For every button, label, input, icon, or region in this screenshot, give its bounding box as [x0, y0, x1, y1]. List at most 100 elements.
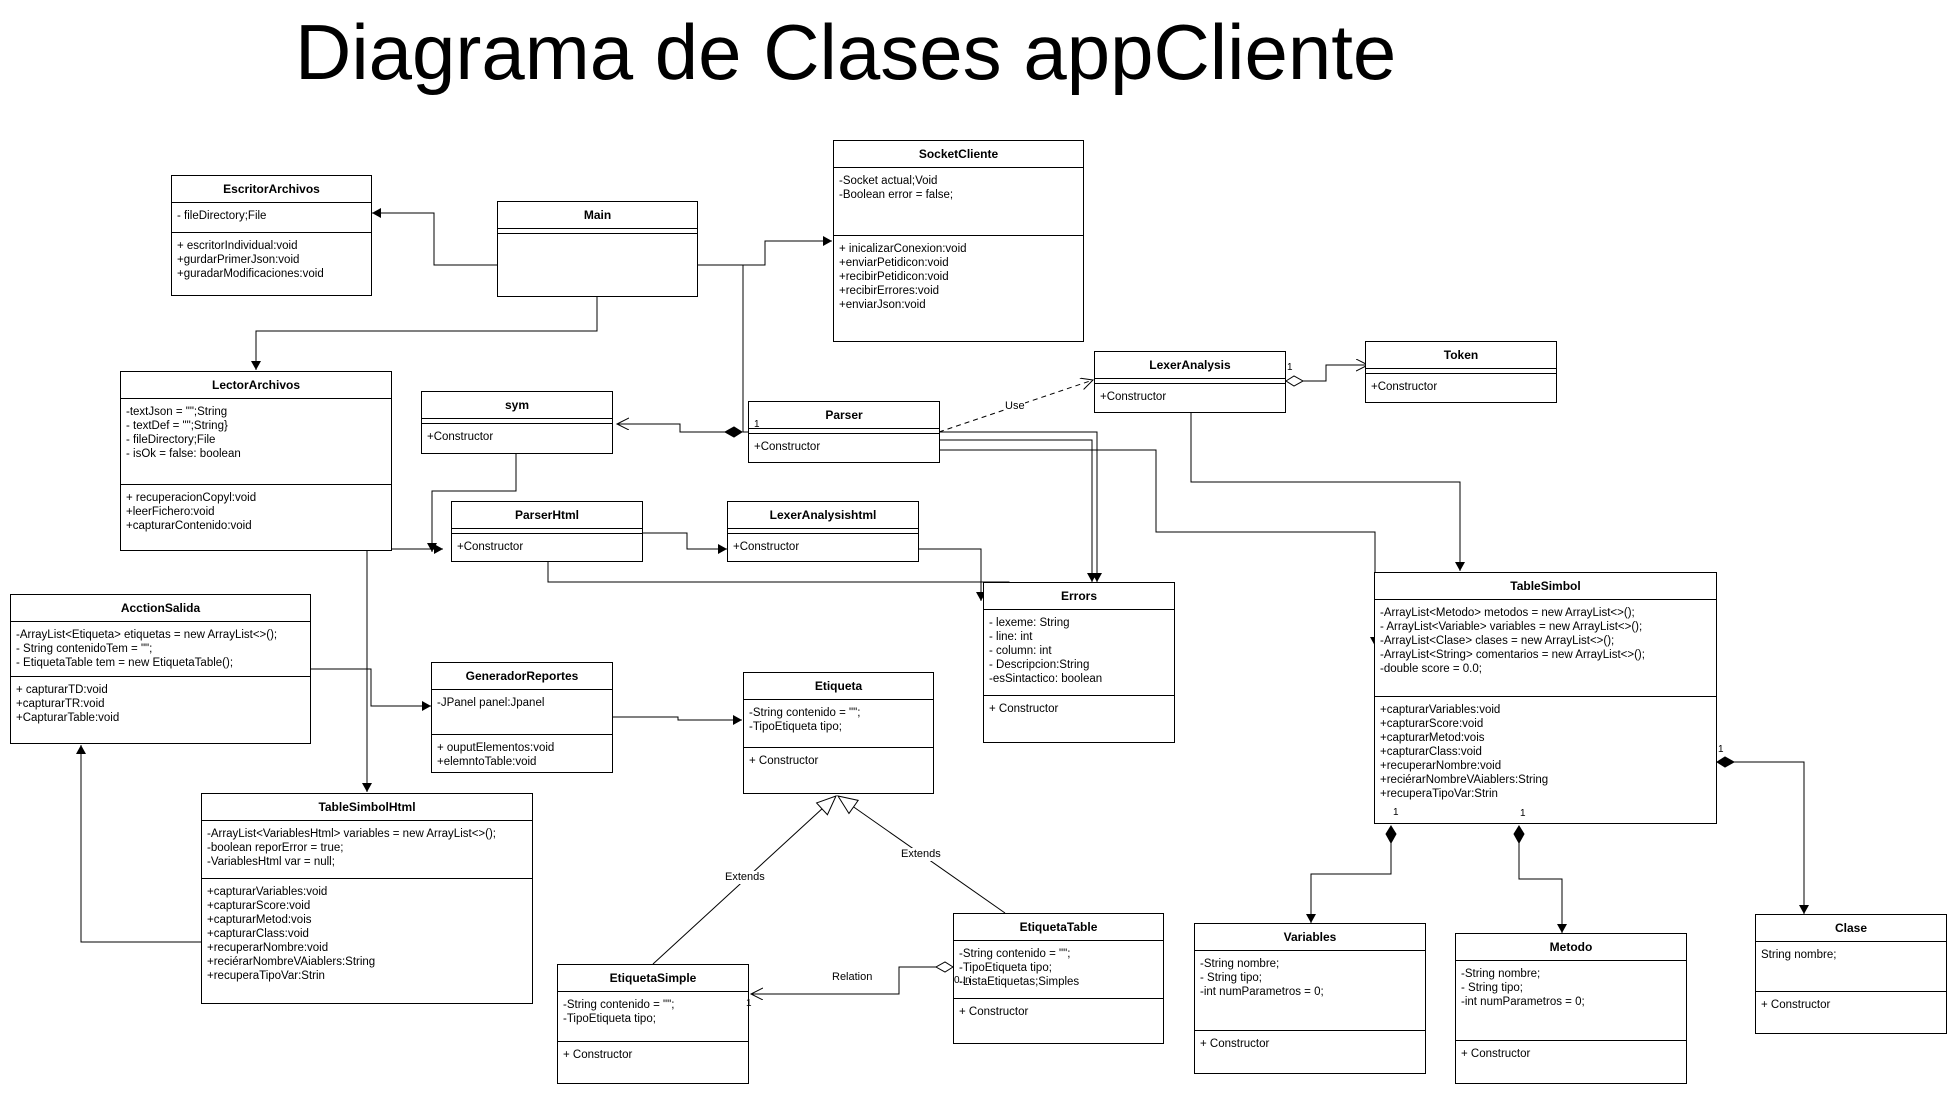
attribute: -String contenido = "";: [749, 707, 861, 719]
class-name: EscritorArchivos: [172, 176, 371, 203]
class-metodo[interactable]: Metodo -String nombre; - String tipo; -i…: [1455, 933, 1687, 1084]
methods-section: + inicalizarConexion:void +enviarPetidic…: [834, 236, 1083, 316]
attributes-section: [749, 429, 939, 434]
class-variables[interactable]: Variables -String nombre; - String tipo;…: [1194, 923, 1426, 1074]
class-name: ParserHtml: [452, 502, 642, 529]
multiplicity-label: 0..n: [954, 975, 971, 986]
attribute: - ArrayList<Variable> variables = new Ar…: [1380, 621, 1643, 633]
method: +reciérarNombreVAiablers:String: [207, 956, 376, 968]
attributes-section: String nombre;: [1756, 942, 1946, 992]
attribute: -JPanel panel:Jpanel: [437, 697, 545, 709]
class-etiqueta-table[interactable]: EtiquetaTable -String contenido = ""; -T…: [953, 913, 1164, 1044]
method: + capturarTD:void: [16, 684, 108, 696]
class-name: EtiquetaTable: [954, 914, 1163, 941]
method: + Constructor: [563, 1049, 633, 1061]
attribute: -VariablesHtml var = null;: [207, 856, 335, 868]
edge-tablehtml-acction: [76, 745, 201, 943]
edge-tablesimbol-metodo: [1513, 825, 1567, 933]
method: + Constructor: [1761, 999, 1831, 1011]
extends-label: Extends: [901, 848, 941, 861]
method: + Constructor: [1461, 1048, 1531, 1060]
method: +recuperaTipoVar:Strin: [1380, 788, 1498, 800]
class-name: Clase: [1756, 915, 1946, 942]
class-name: SocketCliente: [834, 141, 1083, 168]
attribute: - fileDirectory;File: [177, 210, 267, 222]
use-label: Use: [1005, 400, 1025, 413]
method: +capturarVariables:void: [207, 886, 328, 898]
attributes-section: -textJson = "";String - textDef = "";Str…: [121, 399, 391, 485]
class-name: Errors: [984, 583, 1174, 610]
class-etiqueta-simple[interactable]: EtiquetaSimple -String contenido = ""; -…: [557, 964, 749, 1084]
relation-label: Relation: [832, 971, 873, 984]
attribute: String nombre;: [1761, 949, 1837, 961]
class-name: Metodo: [1456, 934, 1686, 961]
class-table-simbol-html[interactable]: TableSimbolHtml -ArrayList<VariablesHtml…: [201, 793, 533, 1004]
class-lexer-analysis-html[interactable]: LexerAnalysishtml +Constructor: [727, 501, 919, 562]
method: +capturarVariables:void: [1380, 704, 1501, 716]
method: +capturarMetod:vois: [1380, 732, 1485, 744]
class-lexer-analysis[interactable]: LexerAnalysis +Constructor: [1094, 351, 1286, 413]
attribute: -ArrayList<Etiqueta> etiquetas = new Arr…: [16, 629, 278, 641]
multiplicity-label: 1: [1287, 362, 1293, 373]
class-parser[interactable]: Parser +Constructor: [748, 401, 940, 463]
attribute: - Descripcion:String: [989, 659, 1090, 671]
method: + Constructor: [1200, 1038, 1270, 1050]
method: +leerFichero:void: [126, 506, 215, 518]
method: +capturarTR:void: [16, 698, 105, 710]
method: +capturarClass:void: [207, 928, 309, 940]
method: + Constructor: [989, 703, 1059, 715]
attribute: - column: int: [989, 645, 1052, 657]
class-acction-salida[interactable]: AcctionSalida -ArrayList<Etiqueta> etiqu…: [10, 594, 311, 744]
class-socket-cliente[interactable]: SocketCliente -Socket actual;Void -Boole…: [833, 140, 1084, 342]
class-table-simbol[interactable]: TableSimbol -ArrayList<Metodo> metodos =…: [1374, 572, 1717, 824]
edge-tablesimbol-clase: [1716, 756, 1809, 914]
method: +enviarPetidicon:void: [839, 257, 949, 269]
class-name: Variables: [1195, 924, 1425, 951]
attribute: -String nombre;: [1461, 968, 1541, 980]
attribute: -String nombre;: [1200, 958, 1280, 970]
extends-label: Extends: [725, 871, 765, 884]
attribute: -int numParametros = 0;: [1461, 996, 1585, 1008]
class-sym[interactable]: sym +Constructor: [421, 391, 613, 454]
method: +recibirErrores:void: [839, 285, 940, 297]
method: +guradarModificaciones:void: [177, 268, 324, 280]
class-name: Token: [1366, 342, 1556, 369]
class-name: Etiqueta: [744, 673, 933, 700]
attribute: - String contenidoTem = "";: [16, 643, 153, 655]
edge-tablesimbol-variables: [1306, 825, 1397, 923]
class-main[interactable]: Main: [497, 201, 698, 297]
attributes-section: -String contenido = ""; -TipoEtiqueta ti…: [954, 941, 1163, 999]
edge-main-socket: [697, 236, 832, 266]
method: +Constructor: [733, 541, 800, 553]
method: +capturarContenido:void: [126, 520, 252, 532]
method: +reciérarNombreVAiablers:String: [1380, 774, 1549, 786]
class-lector-archivos[interactable]: LectorArchivos -textJson = "";String - t…: [120, 371, 392, 551]
class-token[interactable]: Token +Constructor: [1365, 341, 1557, 403]
edge-acction-generador: [311, 668, 431, 711]
class-escritor-archivos[interactable]: EscritorArchivos - fileDirectory;File + …: [171, 175, 372, 296]
method: + Constructor: [749, 755, 819, 767]
class-generador-reportes[interactable]: GeneradorReportes -JPanel panel:Jpanel +…: [431, 662, 613, 773]
class-parser-html[interactable]: ParserHtml +Constructor: [451, 501, 643, 562]
edge-parserhtml-errors: [547, 562, 1014, 601]
attribute: - fileDirectory;File: [126, 434, 216, 446]
attribute: -TipoEtiqueta tipo;: [563, 1013, 656, 1025]
class-name: LexerAnalysishtml: [728, 502, 918, 529]
methods-section: + Constructor: [1456, 1041, 1686, 1065]
attributes-section: -ArrayList<Etiqueta> etiquetas = new Arr…: [11, 622, 310, 677]
class-etiqueta[interactable]: Etiqueta -String contenido = ""; -TipoEt…: [743, 672, 934, 794]
methods-section: + capturarTD:void +capturarTR:void +Capt…: [11, 677, 310, 729]
method: +enviarJson:void: [839, 299, 926, 311]
edge-parser-errors: [939, 431, 1102, 582]
methods-section: + Constructor: [1756, 992, 1946, 1016]
methods-section: +Constructor: [728, 534, 918, 558]
class-errors[interactable]: Errors - lexeme: String - line: int - co…: [983, 582, 1175, 743]
attribute: - lexeme: String: [989, 617, 1070, 629]
attribute: - String tipo;: [1200, 972, 1262, 984]
class-clase[interactable]: Clase String nombre; + Constructor: [1755, 914, 1947, 1034]
multiplicity-label: 1: [1393, 807, 1399, 818]
multiplicity-label: 1: [1718, 744, 1724, 755]
attribute: - String tipo;: [1461, 982, 1523, 994]
attributes-section: [1366, 369, 1556, 374]
attributes-section: -ArrayList<Metodo> metodos = new ArrayLi…: [1375, 600, 1716, 697]
